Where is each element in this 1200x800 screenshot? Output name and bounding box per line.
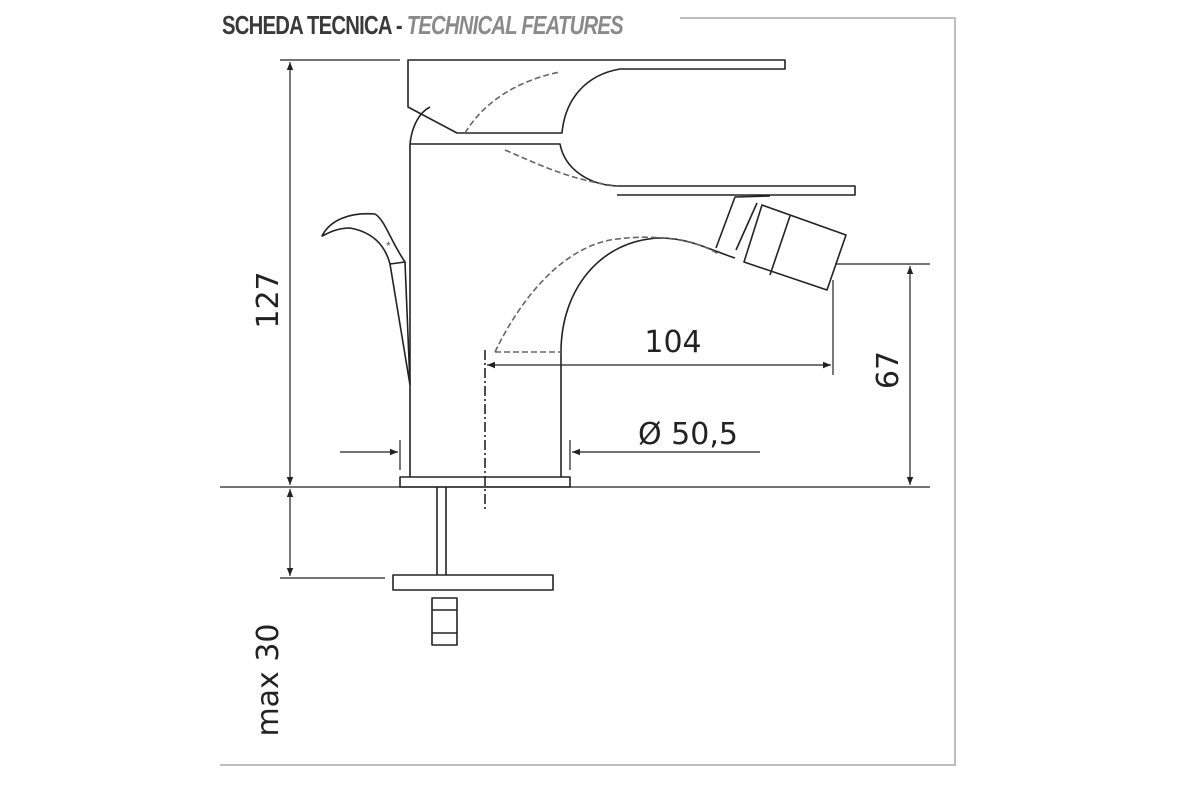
dim-spout-height: 67 [871,351,906,389]
page-title: SCHEDA TECNICA - TECHNICAL FEATURES [222,10,624,41]
spray-head [743,204,847,291]
dim-max-thickness: max 30 [251,623,286,736]
shaft [436,487,447,575]
faucet-outline: * [321,59,856,646]
frame [220,17,956,766]
washer [392,574,554,591]
dim-total-height: 127 [251,271,286,328]
diverter-lever [321,212,406,265]
faucet-body [409,143,856,477]
nut [431,597,458,646]
title-separator: - [395,10,403,40]
dimension-lines [220,59,930,579]
dim-base-diameter: Ø 50,5 [638,417,738,452]
title-italian: SCHEDA TECNICA [222,10,392,40]
svg-text:*: * [386,239,391,253]
title-english: TECHNICAL FEATURES [406,10,624,40]
handle-lever [407,59,786,134]
dim-spout-reach: 104 [644,325,701,360]
